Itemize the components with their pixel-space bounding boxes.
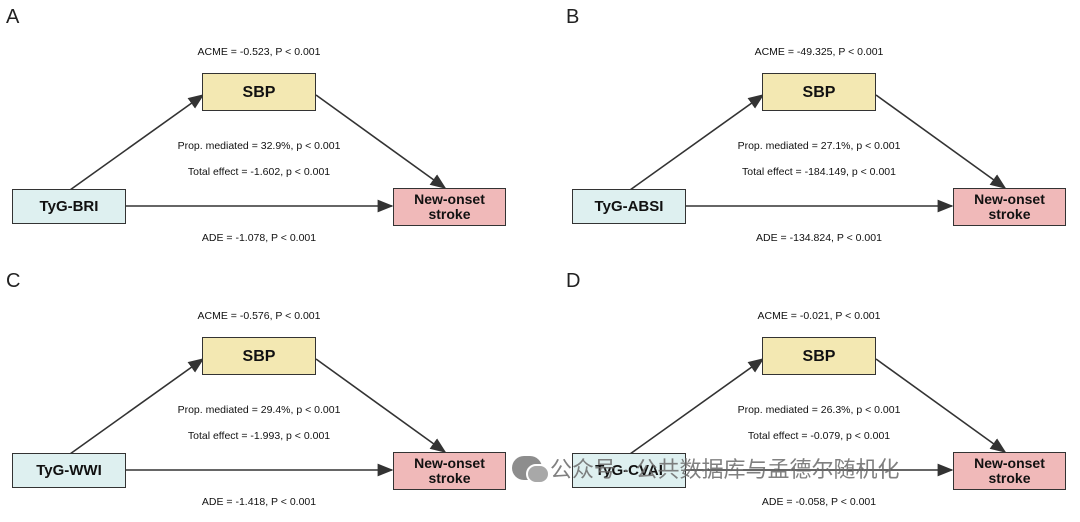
path-b-arrow: [315, 358, 447, 453]
prop-mediated-label: Prop. mediated = 29.4%, p < 0.001: [177, 404, 341, 416]
ade-label: ADE = -1.418, P < 0.001: [201, 496, 317, 508]
path-a-arrow: [69, 358, 205, 455]
total-effect-label: Total effect = -1.993, p < 0.001: [187, 430, 331, 442]
exposure-box: TyG-BRI: [12, 189, 126, 224]
mediator-box: SBP: [202, 337, 316, 375]
path-b-arrow: [875, 94, 1007, 189]
acme-label: ACME = -49.325, P < 0.001: [754, 46, 884, 58]
panel-b: B ACME = -49.325, P < 0.001 SBP Prop. me…: [560, 0, 1080, 258]
acme-label: ACME = -0.576, P < 0.001: [197, 310, 321, 322]
outcome-box: New-onset stroke: [953, 188, 1066, 226]
ade-label: ADE = -134.824, P < 0.001: [756, 232, 882, 244]
path-a-arrow: [69, 94, 205, 191]
watermark-text: 公众号 · 公共数据库与孟德尔随机化: [550, 457, 900, 482]
wechat-icon: [512, 456, 550, 484]
exposure-box: TyG-CVAI: [572, 453, 686, 488]
outcome-box: New-onset stroke: [393, 188, 506, 226]
panel-c: C ACME = -0.576, P < 0.001 SBP Prop. med…: [0, 264, 540, 522]
path-a-arrow: [629, 358, 765, 455]
panel-letter: B: [566, 6, 580, 28]
ade-label: ADE = -0.058, P < 0.001: [761, 496, 877, 508]
panel-c-arrows: [69, 358, 447, 477]
total-effect-label: Total effect = -0.079, p < 0.001: [747, 430, 891, 442]
panel-a-arrows: [69, 94, 447, 213]
mediator-box: SBP: [762, 337, 876, 375]
ade-label: ADE = -1.078, P < 0.001: [201, 232, 317, 244]
exposure-box: TyG-WWI: [12, 453, 126, 488]
prop-mediated-label: Prop. mediated = 27.1%, p < 0.001: [737, 140, 901, 152]
watermark: 公众号 · 公共数据库与孟德尔随机化: [512, 452, 900, 484]
panel-a: A ACME = -0.523, P < 0.001 SBP Prop. med…: [0, 0, 540, 258]
prop-mediated-label: Prop. mediated = 26.3%, p < 0.001: [737, 404, 901, 416]
panel-d-arrows: [629, 358, 1007, 477]
path-a-arrow: [629, 94, 765, 191]
exposure-box: TyG-ABSI: [572, 189, 686, 224]
panel-b-arrows: [629, 94, 1007, 213]
panel-letter: A: [6, 6, 20, 28]
total-effect-label: Total effect = -1.602, p < 0.001: [187, 166, 331, 178]
outcome-box: New-onset stroke: [953, 452, 1066, 490]
panel-d: D ACME = -0.021, P < 0.001 SBP Prop. med…: [560, 264, 1080, 522]
panel-letter: C: [6, 270, 21, 292]
total-effect-label: Total effect = -184.149, p < 0.001: [742, 166, 896, 178]
path-b-arrow: [875, 358, 1007, 453]
acme-label: ACME = -0.021, P < 0.001: [757, 310, 881, 322]
path-b-arrow: [315, 94, 447, 189]
mediator-box: SBP: [202, 73, 316, 111]
mediator-box: SBP: [762, 73, 876, 111]
prop-mediated-label: Prop. mediated = 32.9%, p < 0.001: [177, 140, 341, 152]
acme-label: ACME = -0.523, P < 0.001: [197, 46, 321, 58]
panel-letter: D: [566, 270, 581, 292]
outcome-box: New-onset stroke: [393, 452, 506, 490]
